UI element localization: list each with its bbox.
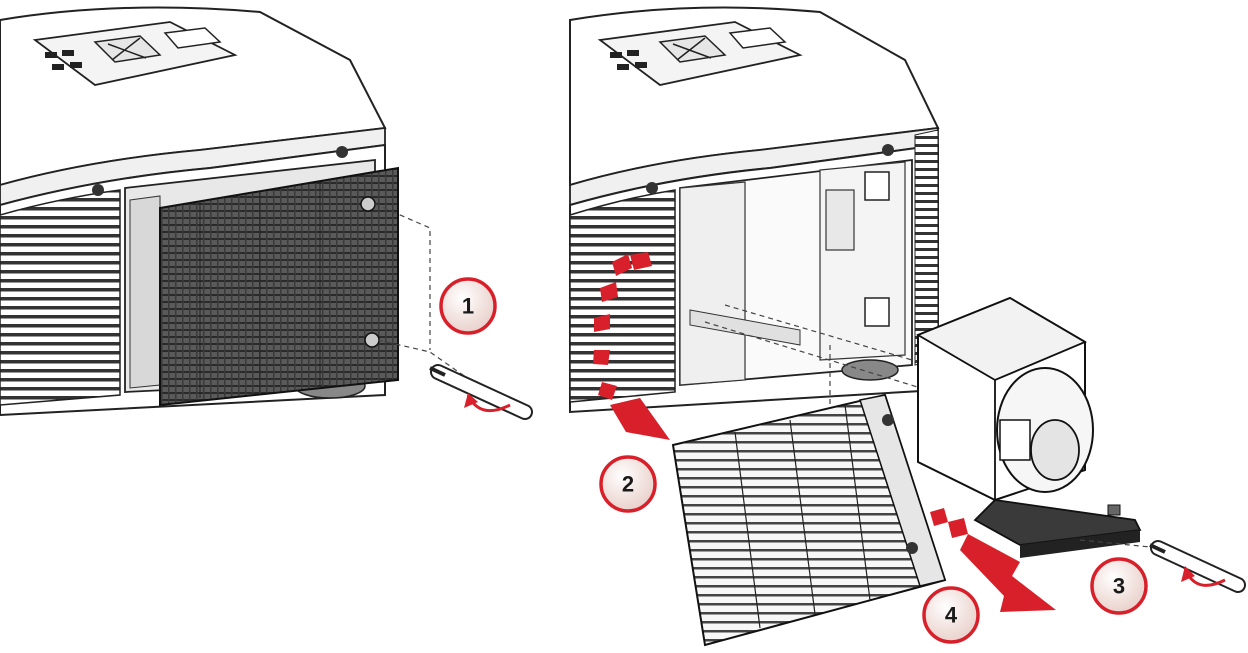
step-number-4: 4 [945,603,958,628]
filter-cover-left [159,166,399,407]
control-panel-left [32,21,238,86]
screwdriver-icon [429,364,533,420]
step-badge-4: 4 [922,586,980,644]
projector-right [569,6,981,430]
screwdriver-icon-right [1149,540,1246,593]
step-number-3: 3 [1113,574,1125,599]
projector-left [0,6,471,417]
step-badge-3: 3 [1090,557,1148,615]
step-number-1: 1 [462,294,474,319]
pull-arrow-icon [930,508,1056,612]
step-badge-2: 2 [599,455,657,513]
control-panel-right [597,21,803,86]
rotate-arrow-icon [593,252,670,440]
lamp-cover-open [671,393,947,647]
step-badge-1: 1 [439,277,497,335]
step-number-2: 2 [622,472,634,497]
lamp-module [915,296,1161,558]
